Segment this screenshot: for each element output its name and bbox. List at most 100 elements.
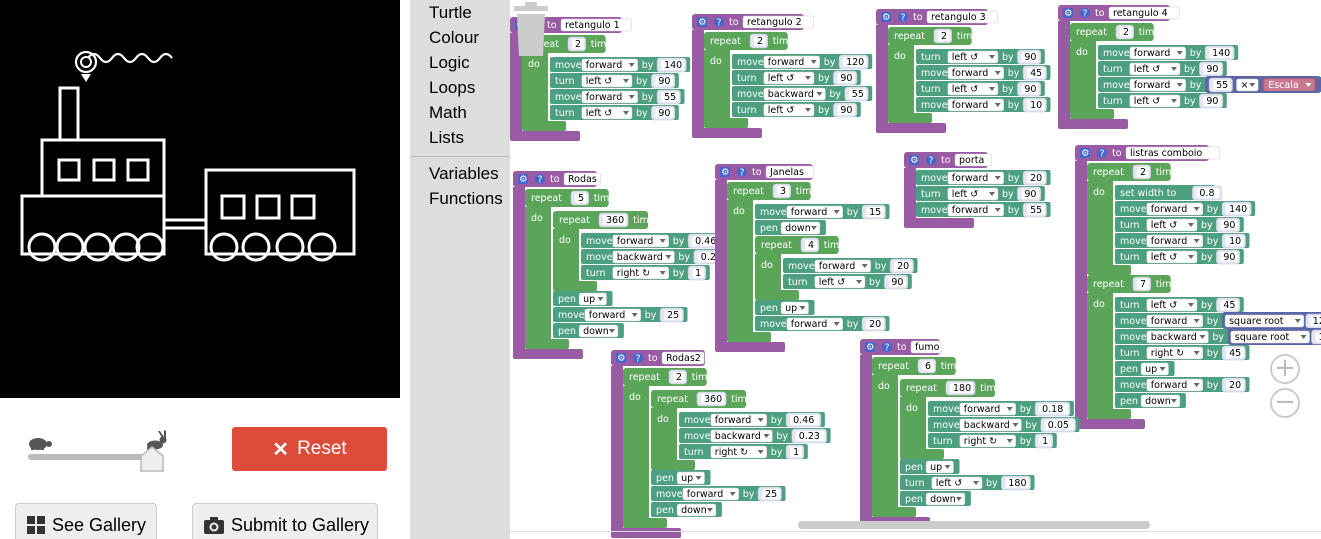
trash-icon[interactable] [510,0,552,58]
number-field[interactable] [805,240,817,250]
procedure-name[interactable] [765,165,815,179]
move-direction-dropdown[interactable] [1146,378,1203,392]
number-field[interactable] [575,193,587,203]
move-direction-dropdown[interactable] [947,203,1004,217]
pen-direction-dropdown[interactable] [578,292,607,306]
procedure-janelas[interactable]: ⚙?toJanelasrepeat3timesdomoveforwardby15… [715,164,918,352]
help-icon[interactable]: ? [882,342,892,354]
number-field[interactable] [1226,348,1244,358]
move-direction-dropdown[interactable] [947,66,1004,80]
move-direction-dropdown[interactable] [947,171,1004,185]
procedure-name[interactable] [560,18,632,32]
pen-direction-dropdown[interactable] [1140,394,1181,408]
move-direction-dropdown[interactable] [710,429,773,443]
number-field[interactable] [664,310,682,320]
pen-direction-dropdown[interactable] [780,221,821,235]
number-field[interactable] [1027,68,1045,78]
move-direction-dropdown[interactable] [710,413,767,427]
number-field[interactable] [1021,52,1039,62]
toolbox-category-lists[interactable]: Lists [429,128,464,147]
operator-dropdown[interactable] [1236,78,1259,92]
move-direction-dropdown[interactable] [1129,78,1186,92]
number-field[interactable] [777,186,789,196]
math-function-dropdown[interactable] [1224,314,1305,328]
turn-direction-dropdown[interactable] [1146,250,1198,264]
number-field[interactable] [1196,188,1220,198]
procedure-name[interactable] [742,15,814,29]
procedure-name[interactable] [563,172,601,186]
turn-direction-dropdown[interactable] [947,187,999,201]
procedure-name[interactable] [954,153,992,167]
number-field[interactable] [790,447,802,457]
number-field[interactable] [1005,478,1029,488]
move-direction-dropdown[interactable] [581,58,638,72]
number-field[interactable] [837,105,855,115]
set-width-block[interactable] [1115,185,1215,200]
speed-track[interactable] [28,454,164,460]
gear-icon[interactable]: ⚙ [909,155,919,166]
move-direction-dropdown[interactable] [1146,234,1203,248]
number-field[interactable] [603,215,627,225]
toolbox-category-math[interactable]: Math [429,103,467,122]
turn-direction-dropdown[interactable] [1129,94,1181,108]
move-direction-dropdown[interactable] [1146,202,1203,216]
pen-direction-dropdown[interactable] [578,324,619,338]
number-field[interactable] [888,277,906,287]
number-field[interactable] [922,361,934,371]
turn-direction-dropdown[interactable] [581,106,633,120]
number-field[interactable] [754,36,766,46]
reset-button[interactable]: ✕ Reset [232,427,387,471]
turn-direction-dropdown[interactable] [581,74,633,88]
procedure-rodas[interactable]: ⚙?toRodasrepeat5timesdorepeat360timesdom… [513,171,733,359]
number-field[interactable] [837,73,855,83]
number-field[interactable] [655,76,673,86]
number-field[interactable] [866,319,884,329]
turn-direction-dropdown[interactable] [1146,218,1198,232]
number-field[interactable] [661,60,685,70]
number-field[interactable] [1315,332,1321,342]
help-icon[interactable]: ? [926,155,936,167]
gear-icon[interactable]: ⚙ [865,342,875,353]
number-field[interactable] [866,207,884,217]
speed-handle[interactable] [140,446,164,472]
procedure-name[interactable] [661,351,705,365]
gear-icon[interactable]: ⚙ [1063,8,1073,19]
move-direction-dropdown[interactable] [786,205,843,219]
number-field[interactable] [661,92,679,102]
turn-direction-dropdown[interactable] [763,103,815,117]
move-direction-dropdown[interactable] [763,87,826,101]
gear-icon[interactable]: ⚙ [518,174,528,185]
move-direction-dropdown[interactable] [1129,46,1186,60]
turn-direction-dropdown[interactable] [947,50,999,64]
move-direction-dropdown[interactable] [612,250,675,264]
number-field[interactable] [894,261,912,271]
number-field[interactable] [1203,96,1221,106]
horizontal-scrollbar[interactable] [798,521,1150,529]
toolbox-category-functions[interactable]: Functions [429,189,503,208]
number-field[interactable] [1039,436,1051,446]
number-field[interactable] [790,415,819,425]
turn-direction-dropdown[interactable] [814,275,866,289]
turn-direction-dropdown[interactable] [612,266,669,280]
number-field[interactable] [1213,80,1231,90]
gear-icon[interactable]: ⚙ [616,353,626,364]
number-field[interactable] [1027,173,1045,183]
toolbox-category-logic[interactable]: Logic [429,53,470,72]
number-field[interactable] [655,108,673,118]
move-direction-dropdown[interactable] [763,55,820,69]
turn-direction-dropdown[interactable] [959,434,1016,448]
number-field[interactable] [572,39,584,49]
move-direction-dropdown[interactable] [947,98,1004,112]
move-direction-dropdown[interactable] [584,308,641,322]
number-field[interactable] [1309,316,1321,326]
number-field[interactable] [1226,204,1250,214]
turn-direction-dropdown[interactable] [1146,298,1198,312]
number-field[interactable] [1137,279,1149,289]
number-field[interactable] [692,268,704,278]
turn-direction-dropdown[interactable] [763,71,815,85]
math-function-dropdown[interactable] [1230,330,1310,344]
procedure-name[interactable] [1125,146,1220,160]
toolbox-category-colour[interactable]: Colour [429,28,480,47]
speed-slider[interactable] [26,430,167,472]
see-gallery-button[interactable]: See Gallery [15,503,157,539]
